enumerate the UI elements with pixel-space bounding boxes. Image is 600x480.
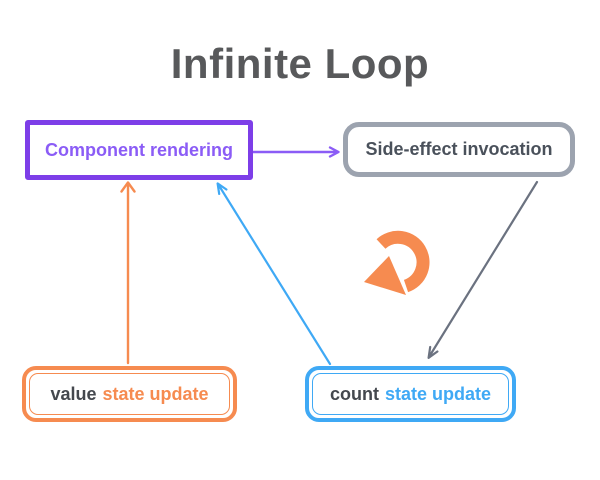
loop-arrow-icon (364, 230, 430, 295)
value-label: value (50, 383, 97, 404)
node-side-effect-invocation-label: Side-effect invocation (365, 139, 553, 159)
node-value-state-update: value state update (22, 366, 237, 422)
node-component-rendering: Component rendering (25, 120, 253, 180)
count-label: count (329, 383, 379, 404)
loop-arc (376, 230, 430, 293)
node-count-state-update-inner: count state update (312, 373, 509, 415)
node-side-effect-invocation: Side-effect invocation (343, 122, 575, 177)
node-value-state-update-inner: value state update (29, 373, 230, 415)
node-component-rendering-label: Component rendering (45, 139, 233, 160)
arrow-value-to-render (120, 181, 136, 365)
arrow-count-to-render (216, 182, 332, 366)
arrow-sideeffect-to-count (427, 180, 539, 359)
diagram-title: Infinite Loop (170, 40, 430, 87)
count-state-update-label: state update (384, 383, 492, 404)
value-state-update-label: state update (102, 383, 209, 404)
arrow-render-to-sideeffect (251, 146, 340, 158)
loop-arrowhead (364, 256, 406, 295)
node-count-state-update: count state update (305, 366, 516, 422)
